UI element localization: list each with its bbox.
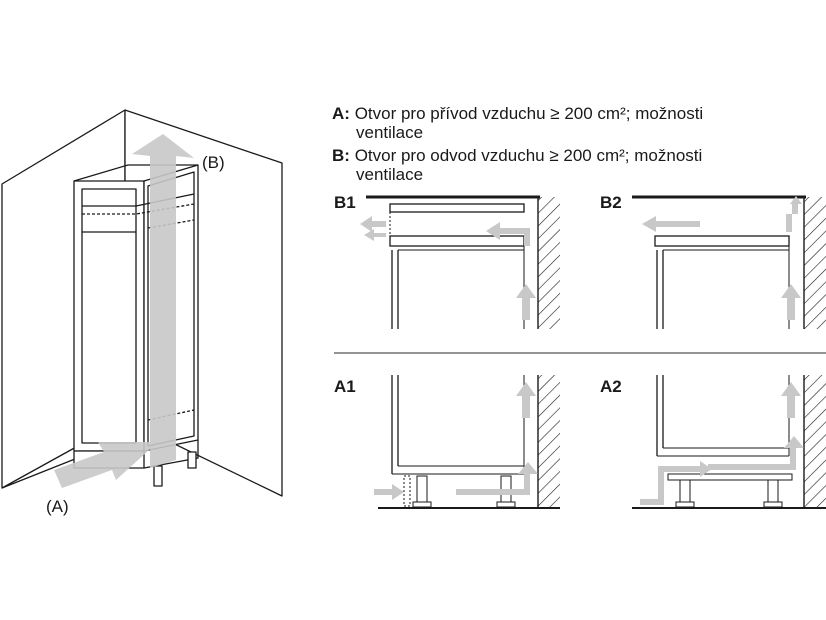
- panel-b1-label: B1: [334, 193, 356, 212]
- intake-arrow: [54, 442, 158, 488]
- legend-b-text: Otvor pro odvod vzduchu ≥ 200 cm²; možno…: [354, 146, 703, 165]
- airflow-arrows-illustration: [54, 134, 194, 488]
- legend-a-cont: ventilace: [356, 123, 424, 142]
- panel-a1-label: A1: [334, 377, 356, 396]
- exhaust-arrow: [132, 134, 194, 468]
- legend-a-text: Otvor pro přívod vzduchu ≥ 200 cm²; možn…: [354, 104, 704, 123]
- legend-b: B: Otvor pro odvod vzduchu ≥ 200 cm²; mo…: [332, 146, 802, 184]
- legend-b-cont: ventilace: [356, 165, 424, 184]
- legend-b-key: B:: [332, 146, 350, 165]
- panel-a2: A2: [600, 375, 826, 509]
- wall-hatch-a1: [538, 375, 560, 508]
- panel-a1: A1: [334, 375, 560, 509]
- panel-b2-label: B2: [600, 193, 622, 212]
- legend-a: A: Otvor pro přívod vzduchu ≥ 200 cm²; m…: [332, 104, 802, 142]
- panel-a2-label: A2: [600, 377, 622, 396]
- niche-illustration: [1, 109, 283, 497]
- callout-a: (A): [46, 497, 69, 516]
- wall-hatch-a2: [804, 375, 826, 508]
- panel-b1: B1: [334, 193, 560, 329]
- panel-b2: B2: [600, 193, 826, 329]
- legend-a-key: A:: [332, 104, 350, 123]
- wall-hatch-b2: [804, 197, 826, 329]
- wall-hatch-b1: [538, 197, 560, 329]
- cabinet-front: [73, 180, 145, 452]
- callout-b: (B): [202, 153, 225, 172]
